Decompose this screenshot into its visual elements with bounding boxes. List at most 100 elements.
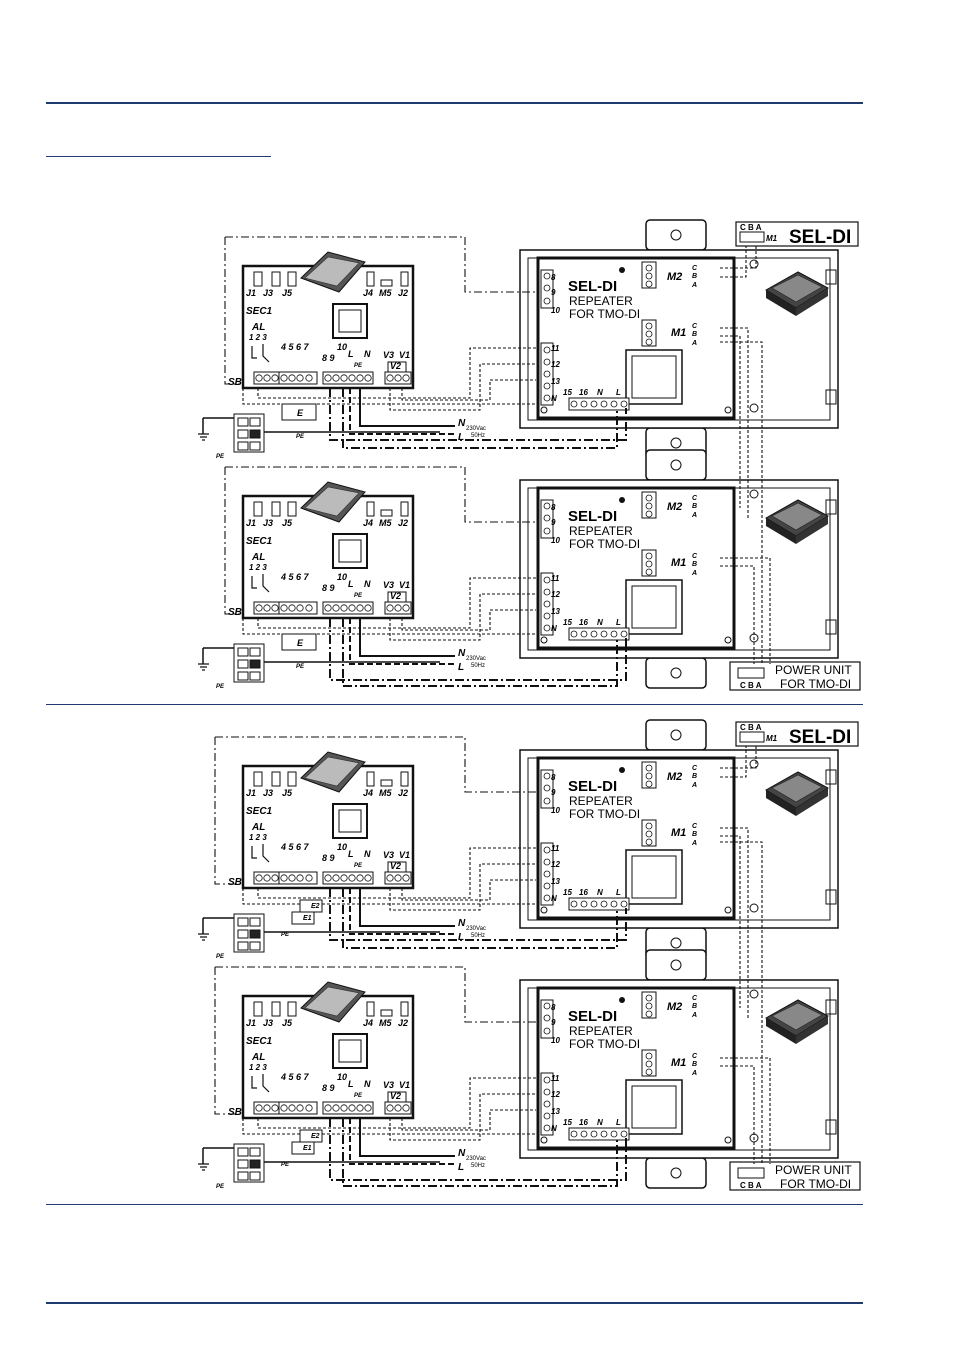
pin-n: N — [364, 1079, 371, 1089]
t8: 8 — [551, 503, 556, 512]
tl-bottom: L — [616, 388, 621, 397]
c-label: C — [692, 765, 698, 772]
sel-di-label-2: SEL-DI — [789, 727, 851, 748]
e1-label: E1 — [303, 915, 312, 922]
t12: 12 — [551, 1090, 560, 1099]
t9: 9 — [551, 518, 556, 527]
t8: 8 — [551, 1003, 556, 1012]
j3: J3 — [263, 518, 273, 528]
pins-89: 8 9 — [322, 1083, 335, 1093]
header-rule — [46, 102, 863, 104]
supply-freq: 50Hz — [471, 433, 485, 439]
j5: J5 — [282, 518, 293, 528]
repeater-line1: REPEATER — [569, 1024, 633, 1038]
al-pins: 1 2 3 — [249, 333, 267, 342]
pin-n: N — [364, 349, 371, 359]
v1: V1 — [399, 580, 410, 590]
cba-label-2: C B A — [740, 723, 762, 732]
tn: N — [551, 394, 557, 403]
v1: V1 — [399, 850, 410, 860]
b-label: B — [692, 773, 697, 780]
tn: N — [551, 894, 557, 903]
repeater-line2: FOR TMO-DI — [569, 807, 640, 821]
al: AL — [251, 822, 265, 833]
m1-label-r: M1 — [671, 557, 686, 569]
e2-label: E2 — [311, 903, 320, 910]
footer-rule — [46, 1302, 863, 1304]
t16: 16 — [579, 618, 588, 627]
pins-89: 8 9 — [322, 353, 335, 363]
diagram-2 — [198, 718, 861, 1191]
m5: M5 — [379, 788, 392, 798]
supply-n: N — [458, 418, 466, 429]
e-label: E — [297, 638, 304, 648]
e2-label: E2 — [311, 1133, 320, 1140]
a-label: A — [691, 1012, 697, 1019]
c-label: C — [692, 495, 698, 502]
pins-89: 8 9 — [322, 853, 335, 863]
a-label: A — [691, 512, 697, 519]
pe-line: PE — [281, 932, 290, 938]
m2-label: M2 — [667, 771, 682, 783]
pe-ground: PE — [216, 454, 225, 460]
repeater-line1: REPEATER — [569, 524, 633, 538]
t16: 16 — [579, 888, 588, 897]
t13: 13 — [551, 877, 560, 886]
sec1: SEC1 — [246, 1036, 273, 1047]
pins-4567: 4 5 6 7 — [280, 572, 310, 582]
supply-n: N — [458, 648, 466, 659]
j1: J1 — [246, 788, 256, 798]
t12: 12 — [551, 590, 560, 599]
diagram-1 — [198, 218, 861, 691]
sb: SB — [228, 607, 242, 618]
section-divider-2 — [46, 1204, 863, 1205]
j2: J2 — [398, 518, 408, 528]
supply-freq: 50Hz — [471, 1163, 485, 1169]
j3: J3 — [263, 1018, 273, 1028]
section-underline — [46, 156, 271, 157]
supply-voltage: 230Vac — [466, 656, 486, 662]
t12: 12 — [551, 360, 560, 369]
pin-n: N — [364, 579, 371, 589]
c-label-m1: C — [692, 553, 698, 560]
a-label-m1: A — [691, 1070, 697, 1077]
t8: 8 — [551, 273, 556, 282]
pe-ground: PE — [216, 1184, 225, 1190]
al-pins: 1 2 3 — [249, 563, 267, 572]
c-label: C — [692, 265, 698, 272]
repeater-line1: REPEATER — [569, 294, 633, 308]
j2: J2 — [398, 1018, 408, 1028]
t16: 16 — [579, 1118, 588, 1127]
power-unit-line1-2: POWER UNIT — [775, 1163, 852, 1177]
v2: V2 — [390, 1091, 401, 1101]
repeater-title: SEL-DI — [568, 1008, 617, 1025]
m1-label-r: M1 — [671, 1057, 686, 1069]
supply-l: L — [458, 432, 464, 443]
t13: 13 — [551, 1107, 560, 1116]
pin-l: L — [348, 349, 354, 359]
power-unit-line2: FOR TMO-DI — [780, 677, 851, 691]
unit-board-labels: J1 J3 J5 J4 M5 J2 SEC1 AL 1 2 3 SB 4 5 6… — [216, 288, 486, 1190]
supply-voltage: 230Vac — [466, 926, 486, 932]
m5: M5 — [379, 518, 392, 528]
sel-di-label: SEL-DI — [789, 227, 851, 248]
j4: J4 — [363, 788, 373, 798]
tn-bottom: N — [597, 1118, 603, 1127]
repeater-labels: SEL-DI REPEATER FOR TMO-DI M2 M1 C B A C… — [551, 265, 698, 1133]
m1-label-r: M1 — [671, 827, 686, 839]
j1: J1 — [246, 1018, 256, 1028]
b-label: B — [692, 273, 697, 280]
pe-line: PE — [281, 1162, 290, 1168]
a-label-m1: A — [691, 570, 697, 577]
t11: 11 — [551, 1074, 560, 1083]
cba-label: C B A — [740, 223, 762, 232]
c-label-m1: C — [692, 823, 698, 830]
repeater-title: SEL-DI — [568, 508, 617, 525]
t11: 11 — [551, 344, 560, 353]
j1: J1 — [246, 518, 256, 528]
c-label-m1: C — [692, 1053, 698, 1060]
sb: SB — [228, 1107, 242, 1118]
j5: J5 — [282, 788, 293, 798]
al-pins: 1 2 3 — [249, 1063, 267, 1072]
pe-board: PE — [354, 1093, 363, 1099]
